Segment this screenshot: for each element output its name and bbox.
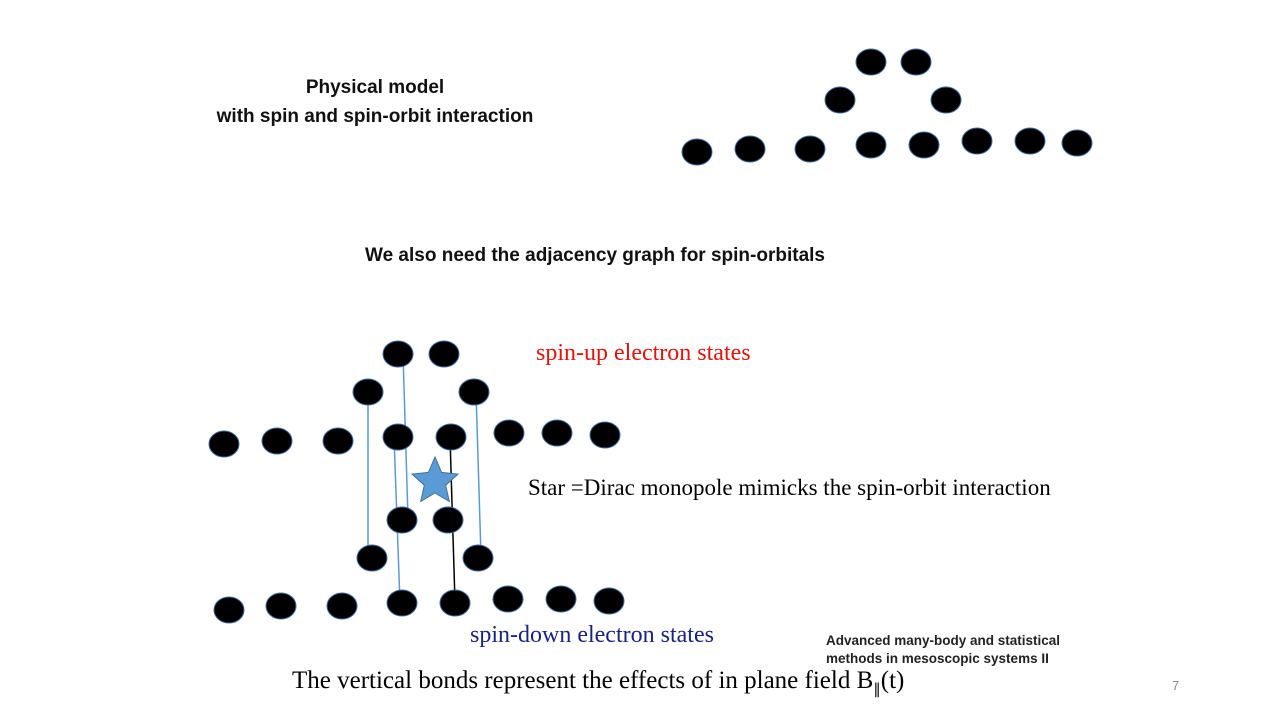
- lattice-site: [1061, 129, 1093, 157]
- lattice-site: [352, 378, 384, 406]
- lattice-site: [261, 427, 293, 455]
- course-credit: Advanced many-body and statistical metho…: [826, 632, 1060, 668]
- title-line-2: with spin and spin-orbit interaction: [216, 106, 534, 127]
- lattice-site: [1014, 127, 1046, 155]
- bottom-note-suffix: (t): [880, 667, 905, 694]
- lattice-site: [208, 430, 240, 458]
- lattice-site: [855, 131, 887, 159]
- lattice-site: [386, 589, 418, 617]
- field-subscript: ∥: [873, 682, 881, 698]
- lattice-site: [326, 592, 358, 620]
- spin-down-lattice: [213, 506, 625, 624]
- top-lattice: [681, 48, 1093, 166]
- spin-down-label: spin-down electron states: [470, 622, 714, 648]
- lattice-site: [908, 131, 940, 159]
- lattice-site: [545, 585, 577, 613]
- lattice-site: [428, 340, 460, 368]
- lattice-site: [900, 48, 932, 76]
- lattice-site: [493, 419, 525, 447]
- lattice-site: [382, 423, 414, 451]
- lattice-site: [322, 427, 354, 455]
- credit-line-2: methods in mesoscopic systems II: [826, 651, 1049, 666]
- dirac-monopole-star: [410, 455, 460, 503]
- star-note: Star =Dirac monopole mimicks the spin-or…: [528, 475, 1051, 500]
- bond-blue: [475, 391, 482, 557]
- lattice-site: [589, 421, 621, 449]
- lattice-site: [432, 506, 464, 534]
- lattice-site: [593, 587, 625, 615]
- lattice-site: [458, 378, 490, 406]
- spin-up-label: spin-up electron states: [536, 340, 751, 366]
- lattice-site: [213, 596, 245, 624]
- lattice-site: [930, 86, 962, 114]
- lattice-site: [386, 506, 418, 534]
- lattice-site: [961, 127, 993, 155]
- lattice-site: [794, 135, 826, 163]
- lattice-site: [462, 544, 494, 572]
- lattice-site: [541, 419, 573, 447]
- lattice-site: [435, 423, 467, 451]
- lattice-site: [439, 589, 471, 617]
- lattice-site: [824, 86, 856, 114]
- bottom-note-text: The vertical bonds represent the effects…: [292, 667, 874, 694]
- page-number: 7: [1172, 678, 1180, 693]
- lattice-site: [382, 340, 414, 368]
- top-lattice-row-top: [855, 48, 932, 76]
- credit-line-1: Advanced many-body and statistical: [826, 633, 1061, 648]
- lattice-site: [681, 138, 713, 166]
- lattice-site: [356, 544, 388, 572]
- top-lattice-row-base: [681, 127, 1093, 166]
- title-line-1: Physical model: [305, 77, 445, 98]
- bottom-note: The vertical bonds represent the effects…: [292, 667, 904, 699]
- slide-title: Physical model with spin and spin-orbit …: [150, 73, 600, 131]
- top-lattice-row-middle: [824, 86, 962, 114]
- lattice-site: [492, 585, 524, 613]
- spin-up-lattice: [208, 340, 621, 458]
- lattice-site: [855, 48, 887, 76]
- subtitle: We also need the adjacency graph for spi…: [365, 245, 825, 266]
- lattice-site: [265, 592, 297, 620]
- lattice-site: [734, 135, 766, 163]
